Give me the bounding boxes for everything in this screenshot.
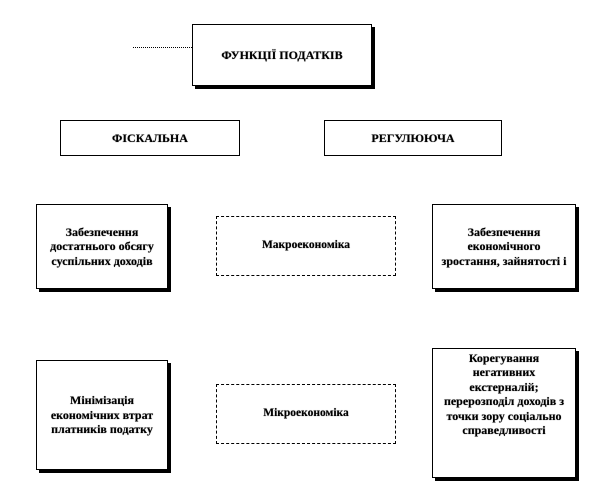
- regulatory-item-externalities: Корегування негативних екстерналій; пере…: [432, 348, 576, 478]
- regulatory-item-growth-text: Забезпечення економічного зростання, зай…: [441, 224, 567, 268]
- fiscal-item-minimize-losses: Мінімізація економічних втрат платників …: [36, 360, 168, 470]
- regulatory-item-externalities-text: Корегування негативних екстерналій; пере…: [443, 351, 565, 437]
- regulatory-item-growth: Забезпечення економічного зростання, зай…: [432, 204, 576, 289]
- microeconomics-text: Мікроекономіка: [263, 407, 349, 420]
- root-box-taxes-functions: ФУНКЦІЇ ПОДАТКІВ: [192, 24, 372, 86]
- fiscal-item-revenue: Забезпечення достатнього обсягу суспільн…: [36, 204, 168, 289]
- fiscal-title: ФІСКАЛЬНА: [112, 130, 188, 145]
- fiscal-branch-box: ФІСКАЛЬНА: [60, 120, 240, 156]
- macroeconomics-text: Макроекономіка: [261, 239, 351, 252]
- regulatory-title: РЕГУЛЮЮЧА: [371, 130, 455, 145]
- macroeconomics-box: Макроекономіка: [216, 216, 396, 276]
- microeconomics-box: Мікроекономіка: [216, 384, 396, 444]
- connector-line: [133, 47, 192, 48]
- fiscal-item-revenue-text: Забезпечення достатнього обсягу суспільн…: [50, 224, 154, 268]
- regulatory-branch-box: РЕГУЛЮЮЧА: [324, 120, 502, 156]
- root-title: ФУНКЦІЇ ПОДАТКІВ: [221, 47, 343, 62]
- fiscal-item-minimize-losses-text: Мінімізація економічних втрат платників …: [50, 393, 154, 437]
